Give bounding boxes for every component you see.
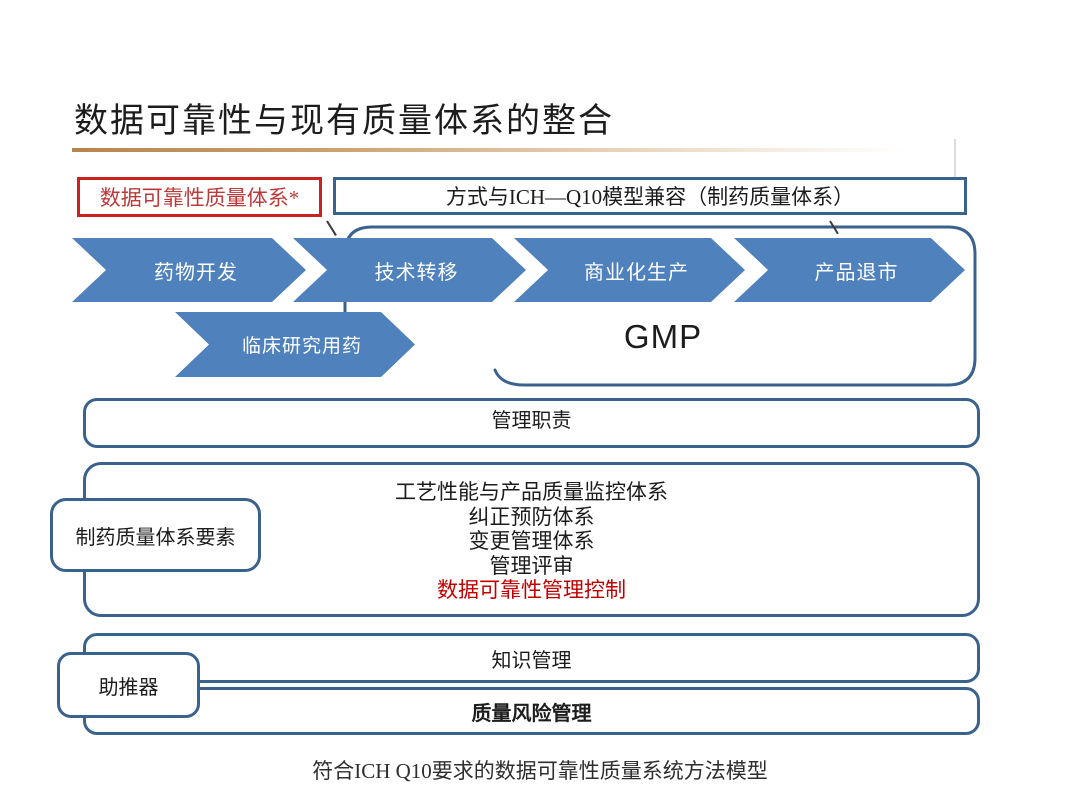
knowledge-management-bar: 知识管理 xyxy=(83,633,980,683)
ich-q10-compat-label: 方式与ICH—Q10模型兼容（制药质量体系） xyxy=(445,185,855,209)
arrow-label: 药物开发 xyxy=(154,261,238,284)
enabler-label: 助推器 xyxy=(98,676,159,699)
quality-risk-management-label: 质量风险管理 xyxy=(471,702,592,725)
pqs-element-line: 工艺性能与产品质量监控体系 xyxy=(395,480,668,504)
pqs-element-line-data-reliability: 数据可靠性管理控制 xyxy=(437,578,626,602)
arrow-label: 产品退市 xyxy=(814,261,899,284)
quality-risk-management-bar: 质量风险管理 xyxy=(83,687,980,735)
footer-caption: 符合ICH Q10要求的数据可靠性质量系统方法模型 xyxy=(312,759,768,783)
decorative-vertical-line xyxy=(954,139,956,178)
ich-q10-compat-box: 方式与ICH—Q10模型兼容（制药质量体系） xyxy=(333,177,967,215)
pqs-element-line: 管理评审 xyxy=(489,553,574,578)
arrow-label: 临床研究用药 xyxy=(241,336,362,357)
arrow-label: 技术转移 xyxy=(374,261,459,284)
process-arrow-commercial-production: 商业化生产 xyxy=(514,238,745,302)
management-responsibility-bar: 管理职责 xyxy=(83,398,980,448)
process-arrow-clinical-study-drug: 临床研究用药 xyxy=(175,312,415,377)
connector-tick xyxy=(326,220,337,236)
title-underline xyxy=(72,148,940,152)
data-reliability-system-label: 数据可靠性质量体系* xyxy=(99,186,300,210)
process-arrow-drug-development: 药物开发 xyxy=(72,238,306,302)
pqs-elements-side-tab: 制药质量体系要素 xyxy=(50,498,261,572)
knowledge-management-label: 知识管理 xyxy=(491,649,572,672)
process-arrow-tech-transfer: 技术转移 xyxy=(293,238,526,302)
arrow-label: 商业化生产 xyxy=(584,261,689,284)
process-arrow-product-discontinuation: 产品退市 xyxy=(734,238,965,302)
slide-title: 数据可靠性与现有质量体系的整合 xyxy=(74,103,614,140)
pqs-element-line: 纠正预防体系 xyxy=(468,504,595,529)
pqs-element-line: 变更管理体系 xyxy=(468,529,595,553)
connector-tick xyxy=(829,220,839,235)
gmp-label: GMP xyxy=(623,318,703,355)
pqs-elements-label: 制药质量体系要素 xyxy=(75,526,236,549)
data-reliability-system-box: 数据可靠性质量体系* xyxy=(77,177,322,217)
enabler-side-tab: 助推器 xyxy=(57,652,200,718)
